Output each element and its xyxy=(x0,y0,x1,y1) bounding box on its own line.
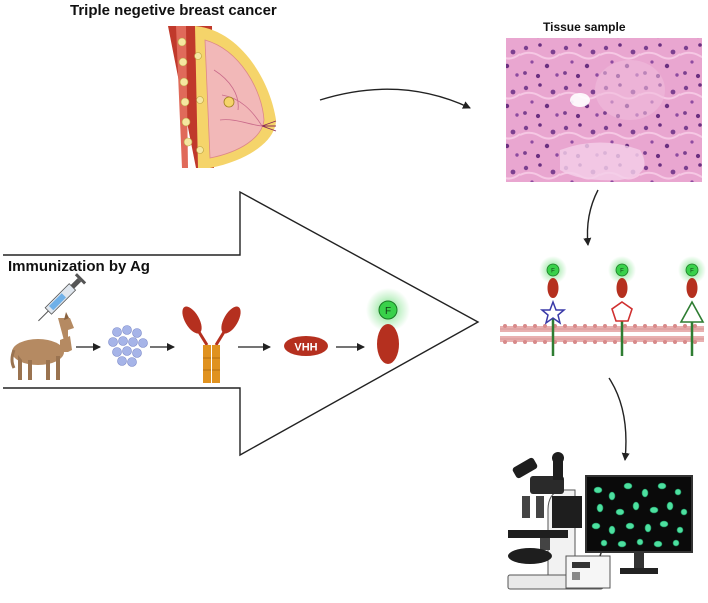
tumor-icon xyxy=(223,96,235,108)
antibody-icon xyxy=(182,306,241,383)
syringe-icon xyxy=(38,273,87,322)
triangle-marker-icon xyxy=(679,300,705,323)
fluor-label-2: F xyxy=(620,269,624,275)
fluorescent-nanobody xyxy=(366,288,410,364)
arrow-membrane-to-microscope xyxy=(608,377,630,461)
vhh-label: VHH xyxy=(294,342,317,354)
pentagon-marker-icon xyxy=(611,301,633,322)
fluor-label-main: F xyxy=(385,306,391,317)
arrow-breast-to-tissue xyxy=(319,88,471,109)
bound-nanobody-1 xyxy=(539,256,567,298)
llama-icon xyxy=(10,312,74,380)
main-title: Triple negetive breast cancer xyxy=(70,2,277,19)
vhh-fragment xyxy=(284,336,328,356)
star-marker-icon xyxy=(539,299,567,325)
bound-nanobody-2 xyxy=(608,256,636,298)
fluor-label-1: F xyxy=(551,269,555,275)
cells-icon xyxy=(108,325,148,367)
arrow-tissue-to-membrane xyxy=(583,189,599,246)
bound-nanobody-3 xyxy=(678,256,706,298)
fluor-label-3: F xyxy=(690,269,694,275)
immunization-title: Immunization by Ag xyxy=(8,258,150,275)
large-process-arrow xyxy=(3,190,480,457)
tissue-sample-title: Tissue sample xyxy=(543,20,626,34)
breast-anatomy-illustration xyxy=(168,26,277,168)
cell-membrane xyxy=(500,318,704,356)
tissue-sample-image xyxy=(506,38,702,182)
monitor-icon xyxy=(585,475,693,574)
